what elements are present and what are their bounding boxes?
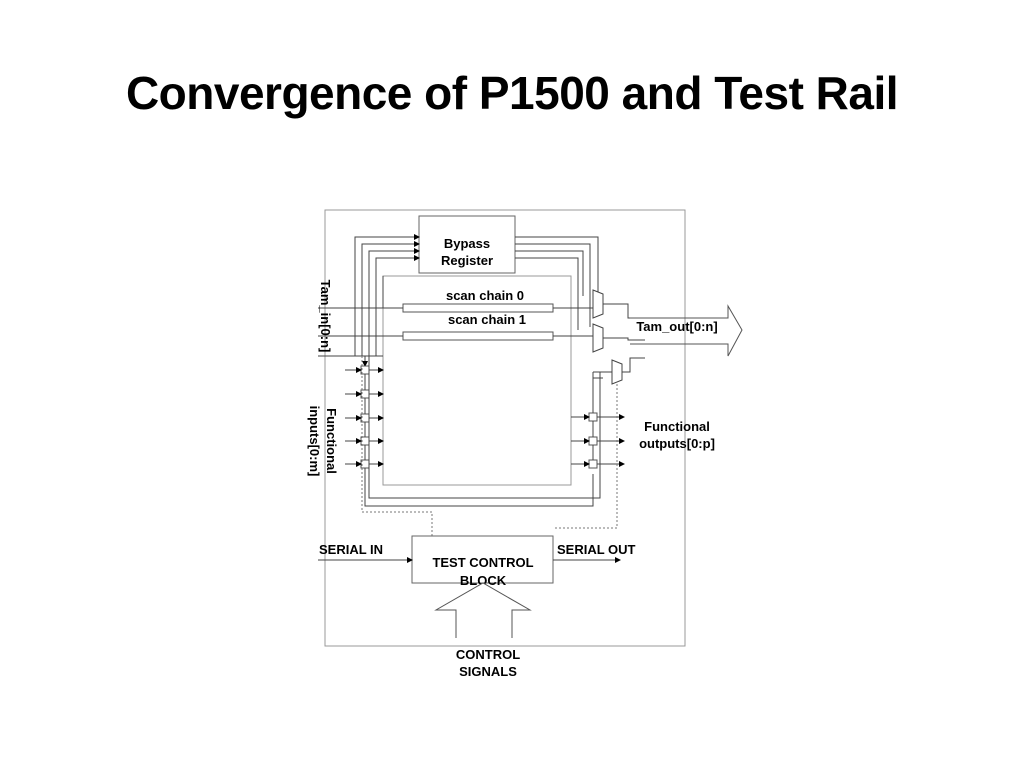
test-control-block-label-2: BLOCK [460, 573, 507, 588]
wrapper-boundary [324, 209, 686, 647]
control-signals-label-1: CONTROL [456, 647, 520, 662]
output-cell-lines [571, 372, 625, 467]
core-block [382, 275, 572, 486]
slide-title: Convergence of P1500 and Test Rail [125, 67, 899, 119]
bypass-output-lines [515, 236, 599, 330]
mux-output-lines [592, 303, 645, 379]
scan-chain-1 [402, 331, 554, 341]
tam-out-label: Tam_out[0:n] [636, 319, 717, 334]
scan-chain-0-label: scan chain 0 [446, 288, 524, 303]
bypass-register-label-2: Register [441, 253, 493, 268]
control-signals-label-2: SIGNALS [459, 664, 517, 679]
control-signals-arrow [434, 582, 532, 638]
bypass-register [418, 215, 516, 274]
tam-muxes [592, 289, 623, 385]
input-cell-lines [345, 367, 594, 507]
bypass-register-label-1: Bypass [444, 236, 490, 251]
functional-outputs-label-1: Functional [644, 419, 710, 434]
serial-out-label: SERIAL OUT [557, 542, 636, 557]
scan-chain-1-label: scan chain 1 [448, 312, 526, 327]
wrapper-control-lines [368, 356, 601, 499]
functional-outputs-label-2: outputs[0:p] [639, 436, 715, 451]
scan-chain-0 [402, 303, 554, 313]
tam-in-lines [318, 355, 383, 367]
tam-out-arrow [630, 304, 743, 357]
scan-chain-lines [318, 276, 593, 337]
tam-in-label: Tam_in[0:n] [318, 280, 333, 353]
test-control-block-label-1: TEST CONTROL [432, 555, 533, 570]
serial-in-label: SERIAL IN [319, 542, 383, 557]
dotted-control-lines [361, 356, 618, 536]
functional-inputs-label-2: inputs[0:m] [307, 406, 322, 477]
bypass-input-lines [354, 234, 420, 356]
functional-inputs-label-1: Functional [324, 408, 339, 474]
